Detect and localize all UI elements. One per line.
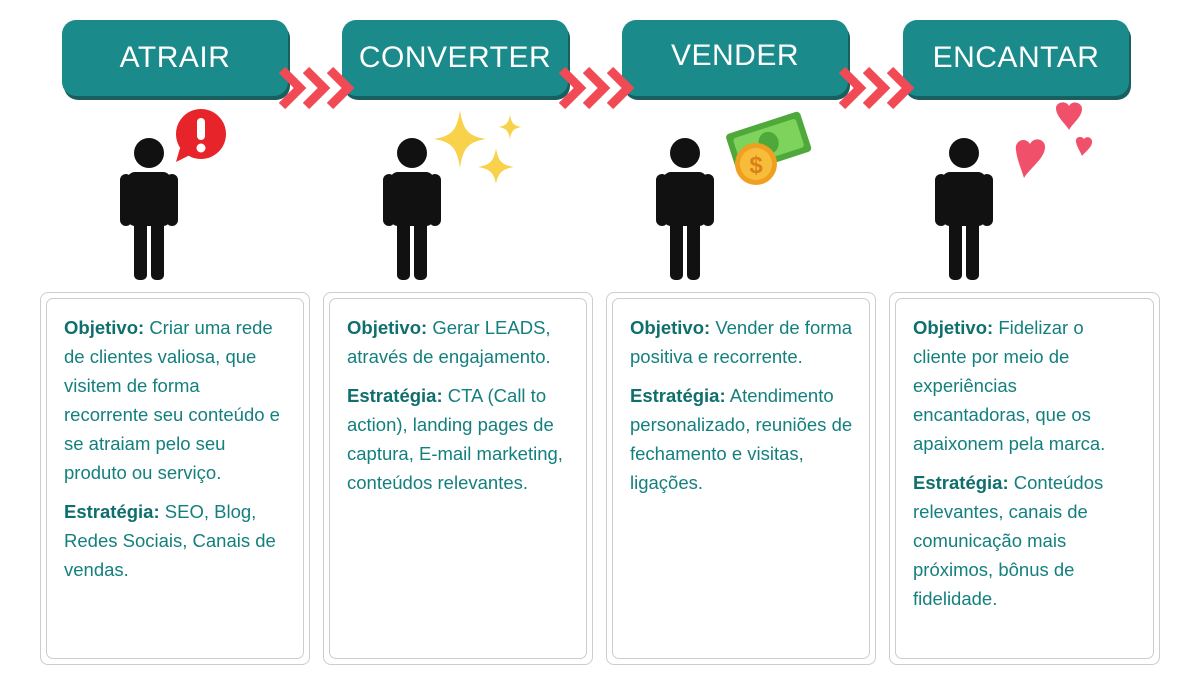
- objective-paragraph: Objetivo: Gerar LEADS, através de engaja…: [347, 313, 572, 371]
- person-icon: [656, 138, 714, 280]
- strategy-paragraph: Estratégia: Atendimento personalizado, r…: [630, 381, 855, 497]
- stage-title: ENCANTAR: [932, 41, 1100, 74]
- objective-label: Objetivo:: [64, 317, 145, 338]
- card-atrair: Objetivo: Criar uma rede de clientes val…: [40, 292, 310, 665]
- strategy-label: Estratégia:: [347, 385, 443, 406]
- money-icon: $: [726, 111, 812, 185]
- objective-paragraph: Objetivo: Criar uma rede de clientes val…: [64, 313, 289, 487]
- svg-text:$: $: [749, 152, 763, 179]
- objective-text: Gerar LEADS, através de engajamento.: [347, 317, 551, 367]
- stage-title: VENDER: [670, 39, 800, 72]
- stage-vender: VENDER: [622, 20, 848, 96]
- strategy-text: SEO, Blog, Redes Sociais, Canais de vend…: [64, 501, 276, 580]
- exclamation-bubble-icon: [176, 109, 226, 162]
- person-icon: [383, 138, 441, 280]
- strategy-label: Estratégia:: [913, 472, 1009, 493]
- objective-paragraph: Objetivo: Fidelizar o cliente por meio d…: [913, 313, 1139, 458]
- strategy-paragraph: Estratégia: Conteúdos relevantes, canais…: [913, 468, 1139, 613]
- stage-title: CONVERTER: [358, 41, 552, 74]
- card-content: Objetivo: Fidelizar o cliente por meio d…: [895, 298, 1154, 659]
- strategy-label: Estratégia:: [630, 385, 726, 406]
- chevrons-arrow-icon: [278, 66, 354, 110]
- objective-label: Objetivo:: [347, 317, 428, 338]
- objective-text: Criar uma rede de clientes valiosa, que …: [64, 317, 280, 483]
- strategy-paragraph: Estratégia: SEO, Blog, Redes Sociais, Ca…: [64, 497, 289, 584]
- strategy-paragraph: Estratégia: CTA (Call to action), landin…: [347, 381, 572, 497]
- objective-paragraph: Objetivo: Vender de forma positiva e rec…: [630, 313, 855, 371]
- card-vender: Objetivo: Vender de forma positiva e rec…: [606, 292, 876, 665]
- chevrons-arrow-icon: [558, 66, 634, 110]
- strategy-text: CTA (Call to action), landing pages de c…: [347, 385, 563, 493]
- person-icon: [120, 138, 178, 280]
- objective-label: Objetivo:: [630, 317, 711, 338]
- card-content: Objetivo: Criar uma rede de clientes val…: [46, 298, 304, 659]
- stage-atrair: ATRAIR: [62, 20, 288, 96]
- objective-text: Fidelizar o cliente por meio de experiên…: [913, 317, 1106, 454]
- objective-text: Vender de forma positiva e recorrente.: [630, 317, 853, 367]
- chevrons-arrow-icon: [838, 66, 914, 110]
- objective-label: Objetivo:: [913, 317, 994, 338]
- card-content: Objetivo: Vender de forma positiva e rec…: [612, 298, 870, 659]
- strategy-text: Atendimento personalizado, reuniões de f…: [630, 385, 853, 493]
- stage-encantar: ENCANTAR: [903, 20, 1129, 96]
- card-content: Objetivo: Gerar LEADS, através de engaja…: [329, 298, 587, 659]
- strategy-label: Estratégia:: [64, 501, 160, 522]
- person-icon: [935, 138, 993, 280]
- hearts-icon: [1015, 102, 1093, 178]
- stage-converter: CONVERTER: [342, 20, 568, 96]
- sparkles-icon: [434, 110, 522, 184]
- card-encantar: Objetivo: Fidelizar o cliente por meio d…: [889, 292, 1160, 665]
- strategy-text: Conteúdos relevantes, canais de comunica…: [913, 472, 1104, 609]
- card-converter: Objetivo: Gerar LEADS, através de engaja…: [323, 292, 593, 665]
- stage-title: ATRAIR: [119, 41, 231, 74]
